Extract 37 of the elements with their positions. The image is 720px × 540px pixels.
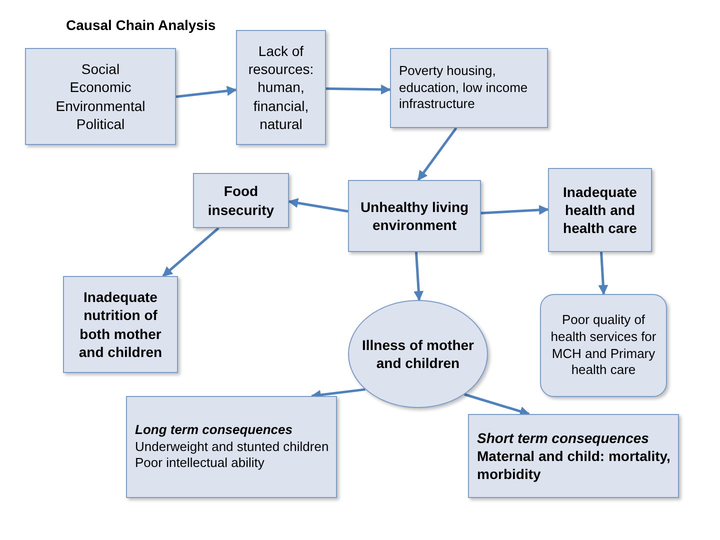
- arrow: [480, 204, 549, 215]
- node-text: Maternal and child: mortality, morbidity: [477, 446, 672, 484]
- node-text: Economic: [70, 78, 132, 96]
- node-text: Poverty housing, education, low income infrastructure: [399, 62, 529, 114]
- arrow: [598, 252, 608, 295]
- node-text: Illness of mother and children: [360, 336, 476, 372]
- node-text: Social: [81, 60, 120, 78]
- rounded-box: [540, 294, 667, 397]
- process-box: [126, 396, 337, 498]
- arrow: [176, 86, 237, 98]
- arrow: [288, 198, 348, 213]
- node-text: Inadequate health and health care: [562, 182, 638, 238]
- node-text: Underweight and stunted children: [135, 438, 329, 456]
- heading-text: Short term consequences: [477, 428, 649, 447]
- node-text: Environmental: [56, 96, 146, 115]
- node-text: Lack of resources: human, financial, natural: [247, 42, 315, 133]
- process-box: [25, 48, 176, 145]
- process-box: [548, 168, 652, 252]
- node-text: Political: [76, 114, 125, 133]
- process-box: [193, 173, 289, 228]
- process-box: [390, 48, 548, 128]
- node-text: Inadequate nutrition of both mother and children: [78, 288, 164, 361]
- process-box: [468, 414, 679, 498]
- node-text: Poor intellectual ability: [135, 455, 264, 472]
- node-text: Unhealthy living environment: [359, 198, 470, 234]
- arrow: [417, 127, 458, 181]
- process-box: [348, 180, 481, 252]
- heading-text: Long term consequences: [135, 422, 292, 439]
- process-box: [236, 30, 326, 145]
- arrow: [326, 84, 391, 95]
- diagram-title: Causal Chain Analysis: [66, 17, 216, 33]
- arrow: [162, 227, 220, 277]
- arrow: [414, 252, 424, 301]
- process-box: [63, 276, 178, 373]
- node-text: Food insecurity: [206, 182, 276, 219]
- node-text: Poor quality of health services for MCH and Primary health care: [550, 312, 658, 380]
- arrow: [464, 393, 530, 416]
